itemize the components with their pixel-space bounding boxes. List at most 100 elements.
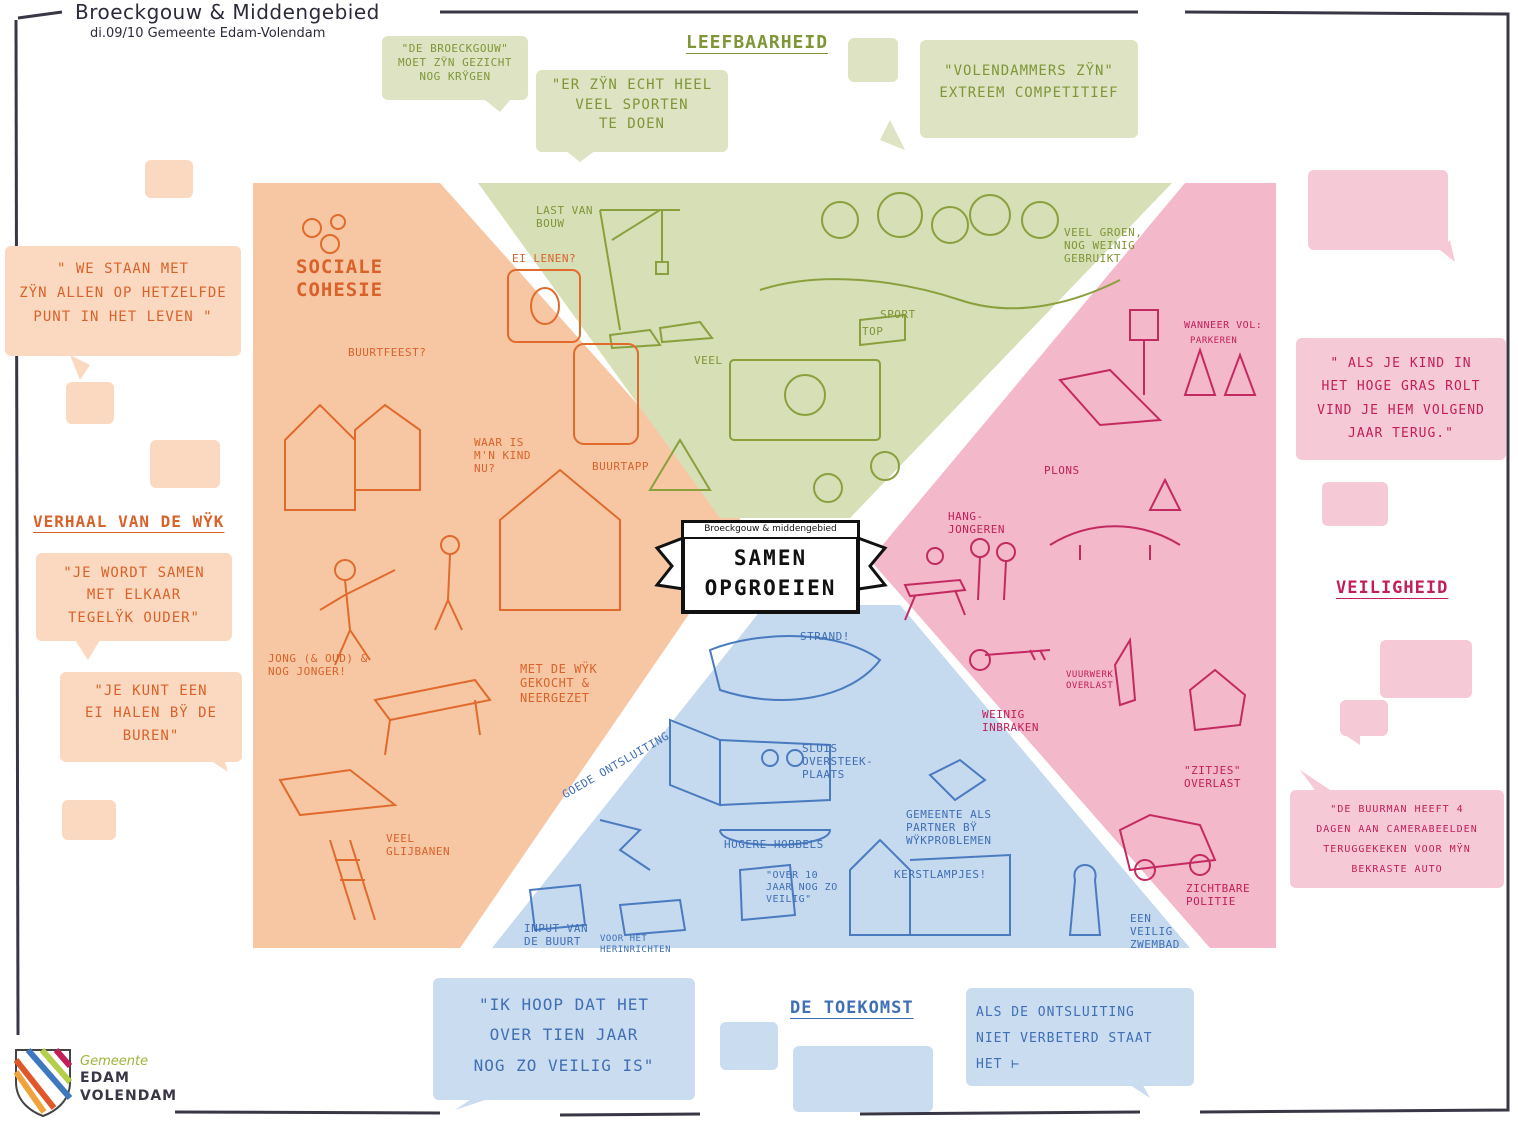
theme-verhaal: VERHAAL VAN DE WŸK: [33, 512, 225, 531]
quote-line: "JE KUNT EEN: [94, 683, 208, 699]
quote-bubble-blue-1: [433, 978, 695, 1100]
banner-title-line1: SAMEN: [733, 546, 808, 570]
label-wanneer-vol: WANNEER VOL:: [1184, 320, 1263, 331]
quote-blue-1: "IK HOOP DAT HET OVER TIEN JAAR NOG ZO V…: [433, 990, 695, 1081]
label-plons: PLONS: [1044, 464, 1080, 477]
quote-line: DAGEN AAN CAMERABEELDEN: [1316, 824, 1478, 835]
header-subtitle: di.09/10 Gemeente Edam-Volendam: [90, 26, 326, 41]
quote-line: "IK HOOP DAT HET: [478, 995, 650, 1014]
quote-green-2: "ER ZŸN ECHT HEEL VEEL SPORTEN TE DOEN: [536, 76, 728, 135]
logo-text: Gemeente EDAM VOLENDAM: [80, 1054, 177, 1105]
quote-line: HET ⊢: [976, 1057, 1021, 1072]
empty-bubble-pink-4: [1340, 700, 1388, 736]
label-veel: VEEL: [694, 354, 723, 367]
label-ei-lenen: EI LENEN?: [512, 252, 577, 265]
label-last-van-bouw: LAST VAN BOUW: [536, 204, 593, 231]
banner-subtitle: Broeckgouw & middengebied: [704, 524, 837, 534]
label-veel-groen: VEEL GROEN, NOG WEINIG GEBRUIKT: [1064, 226, 1143, 266]
label-voor-herinrichten: VOOR HET HERINRICHTEN: [600, 934, 672, 955]
quote-bubble-green-2: [536, 70, 728, 152]
theme-line: COHESIE: [296, 278, 384, 301]
quote-line: JAAR TERUG.": [1348, 426, 1454, 442]
label-buurtapp: BUURTAPP: [592, 460, 649, 473]
quote-green-3: "VOLENDAMMERS ZŸN" EXTREEM COMPETITIEF: [920, 60, 1138, 105]
quote-bubble-pink-1: [1296, 338, 1506, 460]
quadrant-green: [478, 183, 1172, 518]
quote-line: "DE BUURMAN HEEFT 4: [1330, 804, 1464, 815]
quote-line: "JE WORDT SAMEN: [63, 565, 205, 581]
empty-bubble-blue-2: [793, 1046, 933, 1112]
label-kerstlampjes: KERSTLAMPJES!: [894, 868, 987, 881]
quote-bubble-green-3: [920, 40, 1138, 138]
label-zichtbare-politie: ZICHTBARE POLITIE: [1186, 882, 1251, 909]
quote-bubble-pink-2: [1290, 790, 1504, 888]
quote-line: "VOLENDAMMERS ZŸN": [944, 63, 1114, 79]
quote-bubble-orange-2: [36, 553, 232, 641]
quote-line: OVER TIEN JAAR: [489, 1025, 639, 1045]
label-gemeente-partner: GEMEENTE ALS PARTNER BŸ WŸKPROBLEMEN: [906, 808, 992, 848]
quote-line: ALS DE ONTSLUITING: [976, 1005, 1135, 1020]
logo-line-3: VOLENDAM: [80, 1087, 178, 1104]
quote-line: MET ELKAAR: [86, 587, 182, 604]
empty-bubble-orange-3: [150, 440, 220, 488]
quote-line: " WE STAAN MET: [56, 261, 189, 277]
empty-bubble-blue-1: [720, 1022, 778, 1070]
quote-pink-1: " ALS JE KIND IN HET HOGE GRAS ROLT VIND…: [1296, 352, 1506, 446]
quote-bubble-blue-2: [966, 988, 1194, 1086]
header-title: Broeckgouw & Middengebied: [75, 0, 380, 24]
quote-line: TEGELŸK OUDER": [67, 609, 200, 626]
quote-line: BUREN": [122, 727, 180, 744]
quote-line: "ER ZŸN ECHT HEEL: [551, 77, 713, 93]
empty-bubble-pink-3: [1380, 640, 1472, 698]
green-doodles: [599, 192, 1121, 503]
label-waar-is-kind: WAAR IS M'N KIND NU?: [474, 436, 531, 476]
quote-line: HET HOGE GRAS ROLT: [1321, 379, 1481, 395]
label-buurtfeest: BUURTFEEST?: [348, 346, 427, 359]
theme-leefbaarheid: LEEFBAARHEID: [686, 32, 829, 53]
quote-line: TERUGGEKEKEN VOOR MŸN: [1323, 844, 1471, 855]
label-vuurwerk: VUURWERK OVERLAST: [1066, 670, 1114, 691]
quote-line: EXTREEM COMPETITIEF: [939, 85, 1119, 102]
quote-line: PUNT IN HET LEVEN ": [33, 308, 213, 325]
label-sport: SPORT: [880, 308, 916, 321]
quote-pink-2: "DE BUURMAN HEEFT 4 DAGEN AAN CAMERABEEL…: [1290, 800, 1504, 880]
quote-orange-2: "JE WORDT SAMEN MET ELKAAR TEGELŸK OUDER…: [36, 562, 232, 629]
empty-bubble-pink-1: [1308, 170, 1448, 250]
theme-toekomst: DE TOEKOMST: [790, 998, 914, 1018]
frame-border: [14, 10, 1510, 1117]
quote-line: EI HALEN BŸ DE: [84, 705, 217, 722]
label-jong-oud: JONG (& OUD) & NOG JONGER!: [268, 652, 368, 679]
logo-line-1: Gemeente: [80, 1054, 149, 1069]
quote-line: " ALS JE KIND IN: [1330, 356, 1472, 371]
quote-orange-3: "JE KUNT EEN EI HALEN BŸ DE BUREN": [60, 680, 242, 747]
label-veilig-zwembad: EEN VEILIG ZWEMBAD: [1130, 912, 1180, 952]
sociale-cohesie-title: SOCIALE COHESIE: [296, 256, 383, 302]
pink-doodles: [903, 309, 1257, 881]
quote-line: NOG ZO VEILIG IS": [473, 1055, 655, 1075]
quadrant-pink: [870, 183, 1276, 948]
quote-bubble-green-1: [382, 36, 528, 100]
empty-bubble-green: [848, 38, 898, 82]
label-veel-glijbanen: VEEL GLIJBANEN: [386, 832, 451, 859]
center-banner: [654, 520, 888, 614]
quote-line: VIND JE HEM VOLGEND: [1317, 402, 1485, 418]
shield-logo-icon: [14, 1048, 72, 1118]
quote-line: TE DOEN: [598, 116, 665, 133]
label-hogere-hobbels: HOGERE HOBBELS: [724, 838, 824, 851]
quote-blue-2: ALS DE ONTSLUITING NIET VERBETERD STAAT …: [966, 1000, 1194, 1078]
label-over-10-jaar: "OVER 10 JAAR NOG ZO VEILIG": [766, 870, 838, 905]
quote-line: ZŸN ALLEN OP HETZELFDE: [19, 284, 227, 301]
quote-line: VEEL SPORTEN: [575, 96, 689, 113]
quote-orange-1: " WE STAAN MET ZŸN ALLEN OP HETZELFDE PU…: [5, 258, 241, 329]
theme-line: SOCIALE: [296, 256, 384, 278]
quote-line: NIET VERBETERD STAAT: [976, 1031, 1153, 1046]
label-strand: STRAND!: [800, 630, 850, 643]
orange-doodles: [278, 214, 639, 921]
empty-bubble-orange-4: [62, 800, 116, 840]
empty-bubble-orange-2: [66, 382, 114, 424]
blue-doodles: [528, 635, 1102, 937]
label-weinig-inbraken: WEINIG INBRAKEN: [982, 708, 1039, 735]
quote-bubble-orange-3: [60, 672, 242, 762]
label-parkeren: PARKEREN: [1190, 336, 1238, 346]
